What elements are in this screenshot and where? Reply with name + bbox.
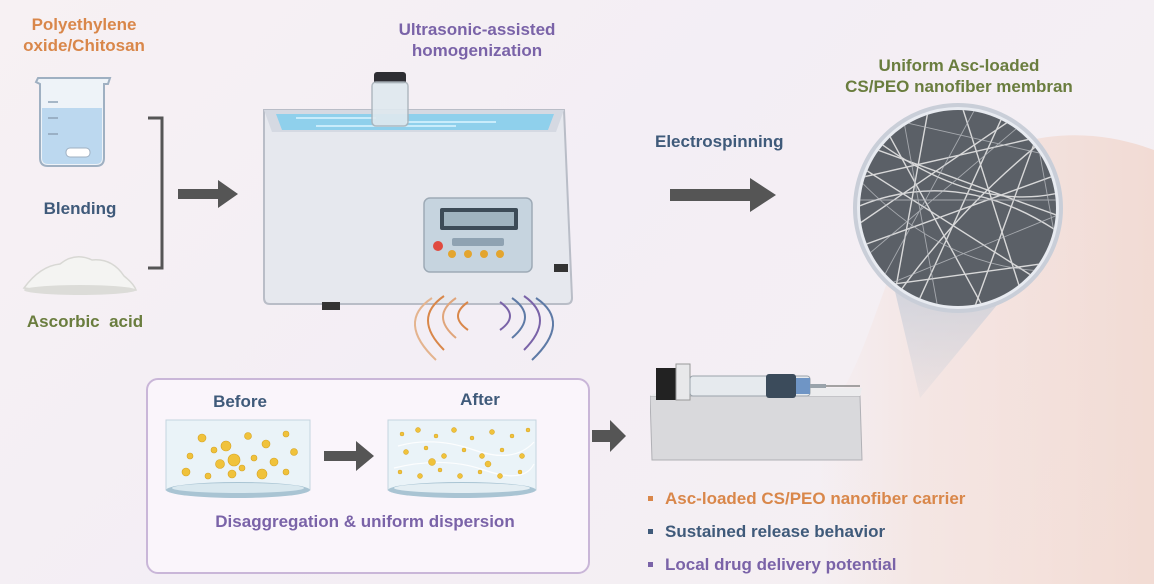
ascorbic-acid-label: Ascorbic acid [26,312,144,331]
membrane-label: Uniform Asc-loaded CS/PEO nanofiber memb… [845,56,1073,96]
blending-label: Blending [43,199,117,218]
syringe-pump-icon [650,363,863,461]
bullet-marker [648,562,653,567]
arrow-right-icon [670,178,776,212]
peo-chitosan-label: Polyethylene oxide/Chitosan [23,15,145,55]
dispersion-label: Disaggregation & uniform dispersion [215,512,515,531]
nanofiber-sem-icon [853,103,1063,398]
sound-wave-icon [414,295,554,361]
petri-dish-icon [165,419,311,498]
bullet-item: Local drug delivery potential [648,548,965,581]
bullet-item: Asc-loaded CS/PEO nanofiber carrier [648,482,965,515]
petri-dish-icon [387,419,537,498]
bullet-item: Sustained release behavior [648,515,965,548]
bullet-marker [648,529,653,534]
bullet-marker [648,496,653,501]
arrow-right-icon [178,180,238,208]
bullet-text: Sustained release behavior [665,521,886,541]
beaker-icon [34,77,112,167]
bullet-text: Local drug delivery potential [665,554,897,574]
result-bullets: Asc-loaded CS/PEO nanofiber carrier Sust… [648,482,965,581]
ultrasonic-bath-icon [263,72,574,310]
arrow-right-icon [592,420,626,452]
bullet-text: Asc-loaded CS/PEO nanofiber carrier [665,488,966,508]
before-label: Before [213,392,267,411]
ultrasonic-label: Ultrasonic-assisted homogenization [398,20,556,60]
bracket [148,116,164,270]
after-label: After [460,390,500,409]
powder-icon [22,256,138,295]
arrow-right-icon [324,441,374,471]
electrospinning-label: Electrospinning [655,132,784,151]
